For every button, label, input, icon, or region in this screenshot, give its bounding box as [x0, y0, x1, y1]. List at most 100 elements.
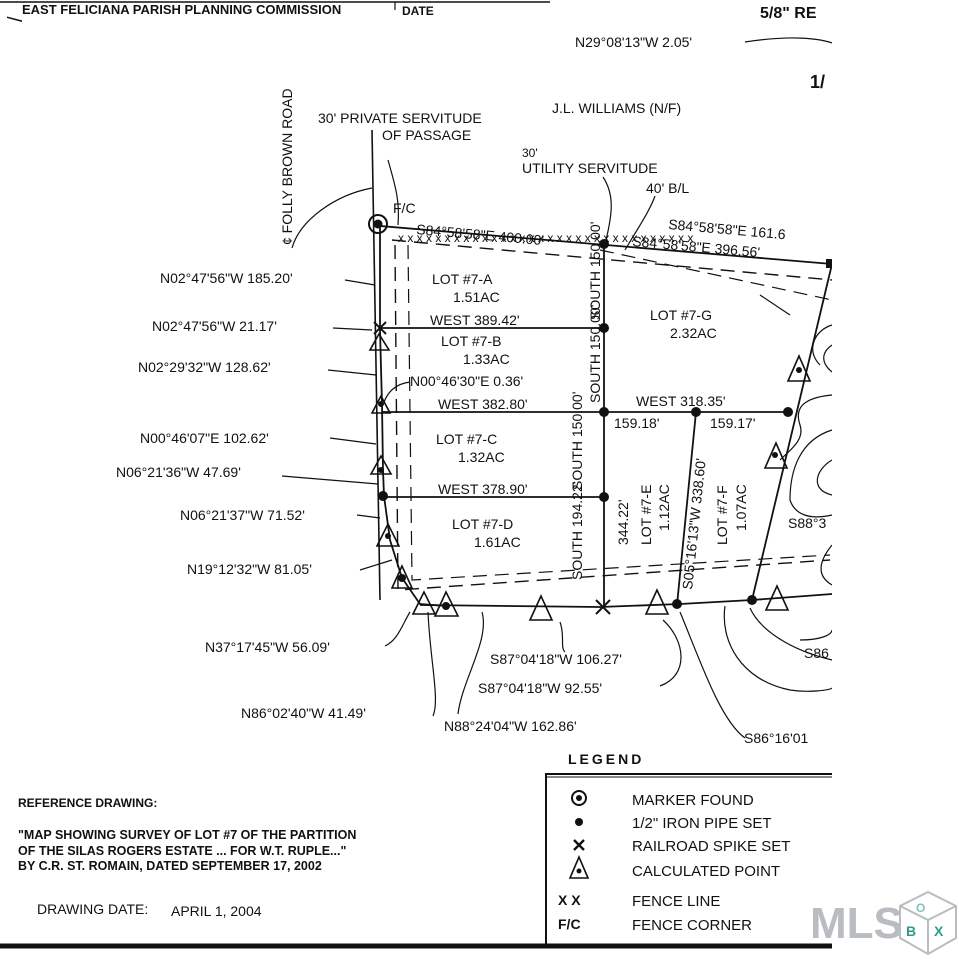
top-right-fragment: 5/8" RE — [760, 5, 817, 22]
scan-margin — [832, 0, 959, 960]
marker-found-icon — [368, 214, 388, 234]
leader-line — [384, 611, 411, 647]
owner-label: J.L. WILLIAMS (N/F) — [552, 100, 681, 116]
leader-line — [457, 611, 484, 715]
bearing-label: N88°24'04"W 162.86' — [444, 718, 577, 734]
bearing-label: N00°46'07"E 102.62' — [140, 430, 269, 446]
leader-line — [344, 279, 376, 286]
fence-corner-symbol: F/C — [558, 916, 581, 932]
dimension-label: 159.18' — [614, 415, 660, 431]
leader-line — [387, 159, 400, 226]
bearing-label: N02°47'56"W 185.20' — [160, 270, 293, 286]
dimension-label: 159.17' — [710, 415, 756, 431]
lot-area: 1.32AC — [458, 449, 505, 465]
bearing-label: N02°47'56"W 21.17' — [152, 318, 277, 334]
fence-corner-label: F/C — [393, 200, 416, 216]
leader-line — [327, 369, 377, 376]
iron-pipe-icon — [575, 818, 583, 826]
bearing-label: S87°04'18"W 106.27' — [490, 651, 622, 667]
servitude-label: 30' PRIVATE SERVITUDE — [318, 110, 482, 126]
drawing-date-label: DRAWING DATE: — [37, 901, 148, 917]
lot-name: LOT #7-G — [650, 307, 712, 323]
legend-label: MARKER FOUND — [632, 792, 754, 809]
top-right-fragment-2: 1/ — [810, 72, 825, 92]
legend-border — [545, 773, 832, 944]
bearing-label: N37°17'45"W 56.09' — [205, 639, 330, 655]
bearing-label: N86°02'40"W 41.49' — [241, 705, 366, 721]
lot-area: 2.32AC — [670, 325, 717, 341]
dimension-label: WEST 378.90' — [438, 481, 528, 497]
lot-name: LOT #7-D — [452, 516, 513, 532]
setback-line — [599, 249, 833, 301]
reference-text: OF THE SILAS ROGERS ESTATE ... FOR W.T. … — [18, 844, 346, 858]
dimension-label: SOUTH 150.00' — [587, 305, 603, 403]
railroad-spike-icon — [573, 839, 585, 851]
lot-name: LOT #7-C — [436, 431, 497, 447]
building-line-label: 40' B/L — [646, 180, 689, 196]
setback-line — [394, 244, 831, 591]
utility-label: UTILITY SERVITUDE — [522, 160, 658, 176]
lot-area: 1.07AC — [733, 484, 749, 531]
road-label: ¢ FOLLY BROWN ROAD — [279, 88, 295, 245]
lot-area: 1.12AC — [656, 484, 672, 531]
box-cube-icon: O B X — [899, 890, 957, 956]
reference-title: REFERENCE DRAWING: — [18, 796, 157, 810]
legend-label: FENCE LINE — [632, 893, 720, 910]
leader-line — [602, 176, 612, 241]
road-centerline — [371, 129, 381, 601]
svg-text:x x x x x x x x x x x x x x x: x x x x x x x x x x x x x x x x x x x x … — [398, 231, 693, 245]
margin-mark: / — [5, 16, 27, 22]
setback-line — [759, 294, 791, 316]
leader-line — [659, 619, 682, 687]
dimension-label: SOUTH 150.00' — [569, 392, 585, 490]
bearing-label: N00°46'30"E 0.36' — [410, 373, 523, 389]
dimension-label: WEST 389.42' — [430, 312, 520, 328]
iron-pipe-set — [826, 259, 835, 268]
dimension-label: 344.22' — [615, 500, 631, 546]
utility-label: 30' — [522, 146, 538, 160]
leader-line — [332, 327, 373, 331]
leader-line — [624, 195, 656, 251]
marker-found-icon — [571, 790, 587, 806]
dimension-label: SOUTH 194.22' — [569, 482, 585, 580]
servitude-label: OF PASSAGE — [382, 127, 471, 143]
bearing-label: N06°21'36"W 47.69' — [116, 464, 241, 480]
reference-text: "MAP SHOWING SURVEY OF LOT #7 OF THE PAR… — [18, 828, 356, 842]
commission-text: EAST FELICIANA PARISH PLANNING COMMISSIO… — [22, 2, 341, 17]
leader-line — [329, 437, 377, 445]
contour-lines — [723, 324, 833, 692]
svg-text:O: O — [916, 901, 925, 915]
mls-box-logo: MLS O B X — [810, 890, 957, 956]
fence-line-icon: X X — [558, 892, 581, 908]
lot-name: LOT #7-A — [432, 271, 493, 287]
leader-line — [427, 611, 437, 717]
legend-title: LEGEND — [568, 751, 644, 767]
bearing-label: N06°21'37"W 71.52' — [180, 507, 305, 523]
drawing-date-value: APRIL 1, 2004 — [171, 903, 262, 919]
lot-area: 1.61AC — [474, 534, 521, 550]
svg-text:X: X — [934, 923, 944, 939]
dimension-label: WEST 318.35' — [636, 393, 726, 409]
bearing-label: S87°04'18"W 92.55' — [478, 680, 602, 696]
dimension-label: WEST 382.80' — [438, 396, 528, 412]
date-label: DATE — [402, 4, 434, 18]
marker-found-dot — [576, 795, 582, 801]
legend-label: RAILROAD SPIKE SET — [632, 838, 790, 855]
leader-line — [679, 611, 746, 739]
bearing-label: S88°3 — [788, 515, 827, 531]
lot-area: 1.33AC — [463, 351, 510, 367]
leader-line — [291, 187, 373, 249]
calculated-point-dot — [576, 868, 582, 874]
railroad-spike-icon — [373, 321, 611, 615]
legend-label: CALCULATED POINT — [632, 863, 780, 880]
fence-line-marks: x x x x x x x x x x x x x x x x x x x x … — [398, 231, 693, 245]
lot-line — [676, 411, 697, 606]
lot-name: LOT #7-E — [638, 485, 654, 545]
leader-line — [744, 37, 836, 45]
lot-name: LOT #7-F — [714, 485, 730, 545]
setback-line — [407, 244, 831, 581]
lot-name: LOT #7-B — [441, 333, 501, 349]
bearing-label: N29°08'13"W 2.05' — [575, 34, 692, 50]
